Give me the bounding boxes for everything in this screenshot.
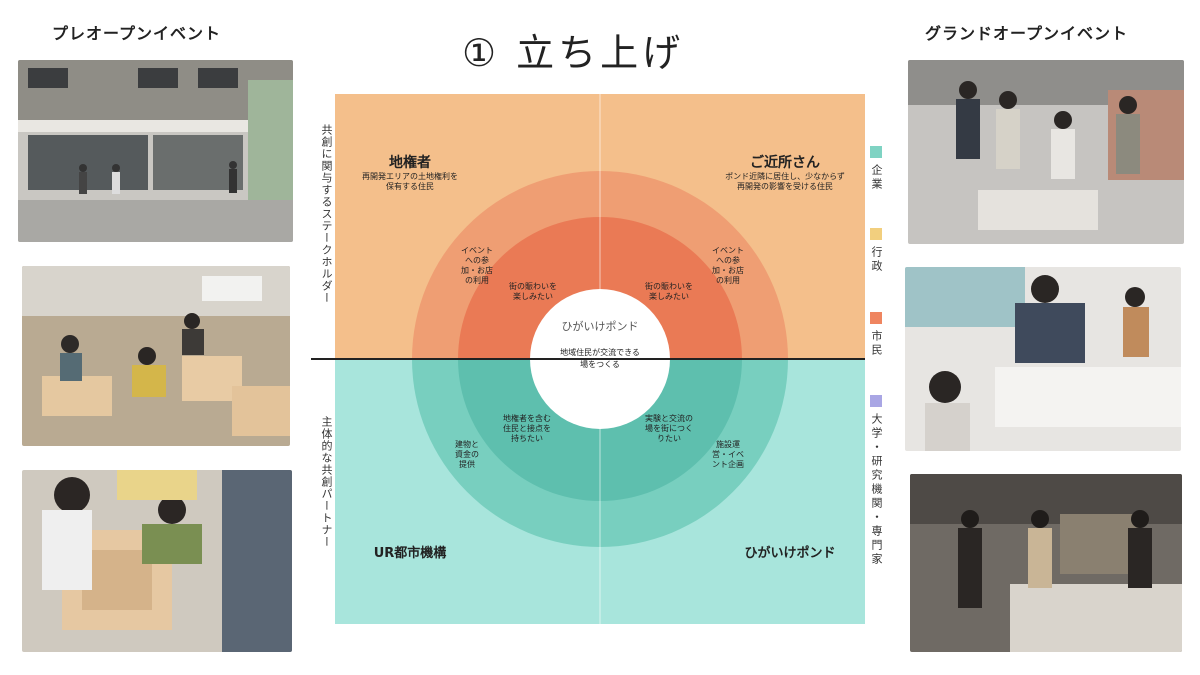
axis-label-partners: 主体的な共創パートナー <box>320 416 333 548</box>
quadrant-title-landowner: 地権者 <box>389 155 431 171</box>
legend-swatch-companies <box>870 146 882 158</box>
grand-open-event-heading: グランドオープンイベント <box>925 24 1129 43</box>
legend-label-citizens: 市民 <box>870 330 883 358</box>
center-name: ひがいけポンド <box>561 320 639 333</box>
pre-open-event-heading: プレオープンイベント <box>52 24 222 43</box>
quadrant-desc-neighbors: ポンド近隣に居住し、少なからず 再開発の影響を受ける住民 <box>725 172 845 191</box>
photo-grand-open-stall <box>908 60 1184 244</box>
legend-label-companies: 企業 <box>870 164 883 192</box>
legend-swatch-citizens <box>870 312 882 324</box>
quadrant-title-higaike-pond: ひがいけポンド <box>744 546 836 561</box>
legend-item-academia: 大学・研究機関・専門家 <box>870 395 886 567</box>
legend-item-government: 行政 <box>870 228 886 274</box>
legend-item-citizens: 市民 <box>870 312 886 358</box>
horizontal-axis-line <box>311 358 865 360</box>
quadrant-desc-landowner: 再開発エリアの土地権利を 保有する住民 <box>362 172 458 191</box>
ring-text-tl-outer: イベント への参 加・お店 の利用 <box>461 246 493 285</box>
photo-grand-open-night-market <box>910 474 1182 652</box>
photo-pre-open-storefront <box>18 60 293 242</box>
center-desc: 地域住民が交流できる 場をつくる <box>560 348 640 369</box>
ring-text-br-inner: 実験と交流の 場を街につく りたい <box>645 414 693 443</box>
main-title: ① 立ち上げ <box>462 31 685 75</box>
quadrant-title-neighbors: ご近所さん <box>750 155 820 171</box>
ring-text-tr-outer: イベント への参 加・お店 の利用 <box>712 246 744 285</box>
photo-grand-open-workshop <box>905 267 1181 451</box>
legend-label-government: 行政 <box>870 246 883 274</box>
axis-label-stakeholders: 共創に関与するステークホルダー <box>320 124 333 304</box>
legend-swatch-government <box>870 228 882 240</box>
legend-swatch-academia <box>870 395 882 407</box>
stakeholder-diagram: 地権者 再開発エリアの土地権利を 保有する住民 ご近所さん ポンド近隣に居住し、… <box>311 94 865 624</box>
photo-pre-open-workshop <box>22 266 290 446</box>
ring-text-br-outer: 施設運 営・イベ ント企画 <box>712 440 744 469</box>
ring-text-tl-inner: 街の賑わいを 楽しみたい <box>509 282 557 301</box>
ring-text-tr-inner: 街の賑わいを 楽しみたい <box>645 282 693 301</box>
photo-pre-open-assembly <box>22 470 292 652</box>
legend-item-companies: 企業 <box>870 146 886 192</box>
ring-text-bl-outer: 建物と 資金の 提供 <box>455 440 479 469</box>
ring-text-bl-inner: 地権者を含む 住民と接点を 持ちたい <box>503 414 551 443</box>
legend-label-academia: 大学・研究機関・専門家 <box>870 413 883 567</box>
quadrant-title-ur: UR都市機構 <box>373 546 447 561</box>
